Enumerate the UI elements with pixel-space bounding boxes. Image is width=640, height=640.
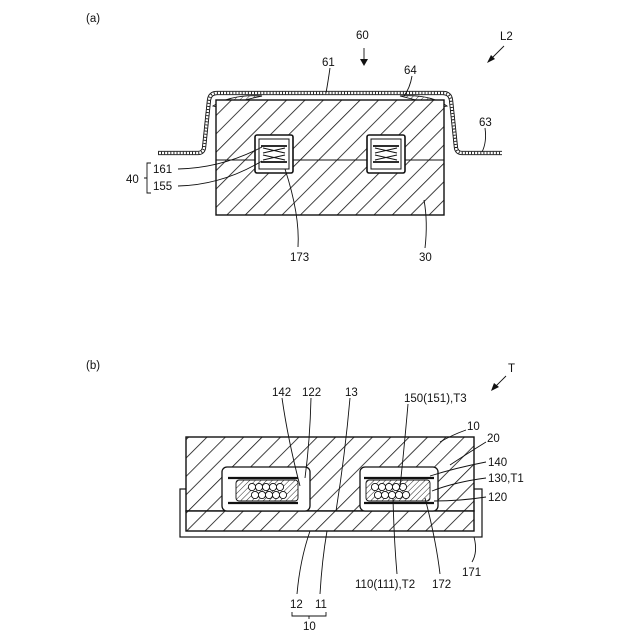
label-T: T <box>508 363 515 375</box>
label-142: 142 <box>272 387 291 399</box>
leader-12 <box>297 531 310 594</box>
chip-left-a <box>255 135 293 173</box>
panel-b-label: (b) <box>86 360 100 372</box>
panel-a-label: (a) <box>86 13 100 25</box>
label-130: 130,T1 <box>488 473 524 485</box>
bracket-40 <box>144 163 151 193</box>
bracket-10 <box>292 612 326 619</box>
label-110: 110(111),T2 <box>355 579 415 591</box>
panel-b: (b) <box>86 360 524 633</box>
leader-11 <box>320 531 327 594</box>
label-173: 173 <box>290 252 309 264</box>
label-40: 40 <box>126 174 139 186</box>
chip-right-a <box>367 135 405 173</box>
label-13: 13 <box>345 387 358 399</box>
label-12: 12 <box>290 599 303 611</box>
label-20: 20 <box>487 433 500 445</box>
label-L2: L2 <box>500 31 513 43</box>
label-64: 64 <box>404 65 417 77</box>
label-61: 61 <box>322 57 335 69</box>
label-11: 11 <box>315 599 327 611</box>
leader-61 <box>326 68 330 93</box>
label-155: 155 <box>153 181 172 193</box>
label-63: 63 <box>479 117 492 129</box>
label-171: 171 <box>462 567 481 579</box>
label-172: 172 <box>432 579 451 591</box>
arrow-60-head <box>360 59 368 66</box>
leader-171 <box>472 537 476 562</box>
label-150: 150(151),T3 <box>404 393 467 405</box>
label-10-bottom: 10 <box>303 621 316 633</box>
label-60: 60 <box>356 30 369 42</box>
panel-a: (a) <box>86 13 513 264</box>
label-30: 30 <box>419 252 432 264</box>
label-140: 140 <box>488 457 507 469</box>
label-122: 122 <box>302 387 321 399</box>
label-10-top: 10 <box>467 421 480 433</box>
label-120: 120 <box>488 492 507 504</box>
resin-body-30 <box>216 100 444 215</box>
leader-63 <box>482 128 486 152</box>
label-161: 161 <box>153 164 172 176</box>
